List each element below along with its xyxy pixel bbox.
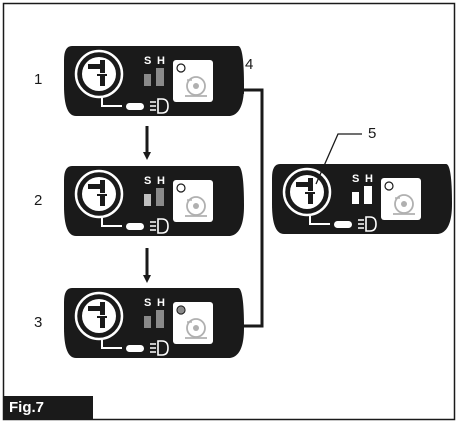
- step-number-2: 2: [34, 192, 42, 209]
- detail-h-label: H: [365, 173, 373, 185]
- panel-step-3: S H: [62, 286, 246, 360]
- panel-step-1: S H: [62, 44, 246, 118]
- figure-frame: [2, 2, 456, 421]
- callout-leader-line: [315, 133, 362, 185]
- detail-s-label: S: [352, 173, 359, 185]
- step-number-3: 3: [34, 314, 42, 331]
- callout-number-5: 5: [368, 125, 376, 142]
- step-2-h-label: H: [157, 175, 165, 187]
- step-2-s-label: S: [144, 175, 151, 187]
- panel-step-2: S H: [62, 164, 246, 238]
- step-number-1: 1: [34, 71, 42, 88]
- step-number-4: 4: [245, 56, 253, 73]
- step-1-s-label: S: [144, 55, 151, 67]
- figure-label: Fig.7: [3, 396, 93, 420]
- step-3-h-label: H: [157, 297, 165, 309]
- panel-detail: S H: [270, 162, 454, 236]
- step-3-s-label: S: [144, 297, 151, 309]
- arrow-return-3-to-1: [236, 86, 264, 328]
- step-1-h-label: H: [157, 55, 165, 67]
